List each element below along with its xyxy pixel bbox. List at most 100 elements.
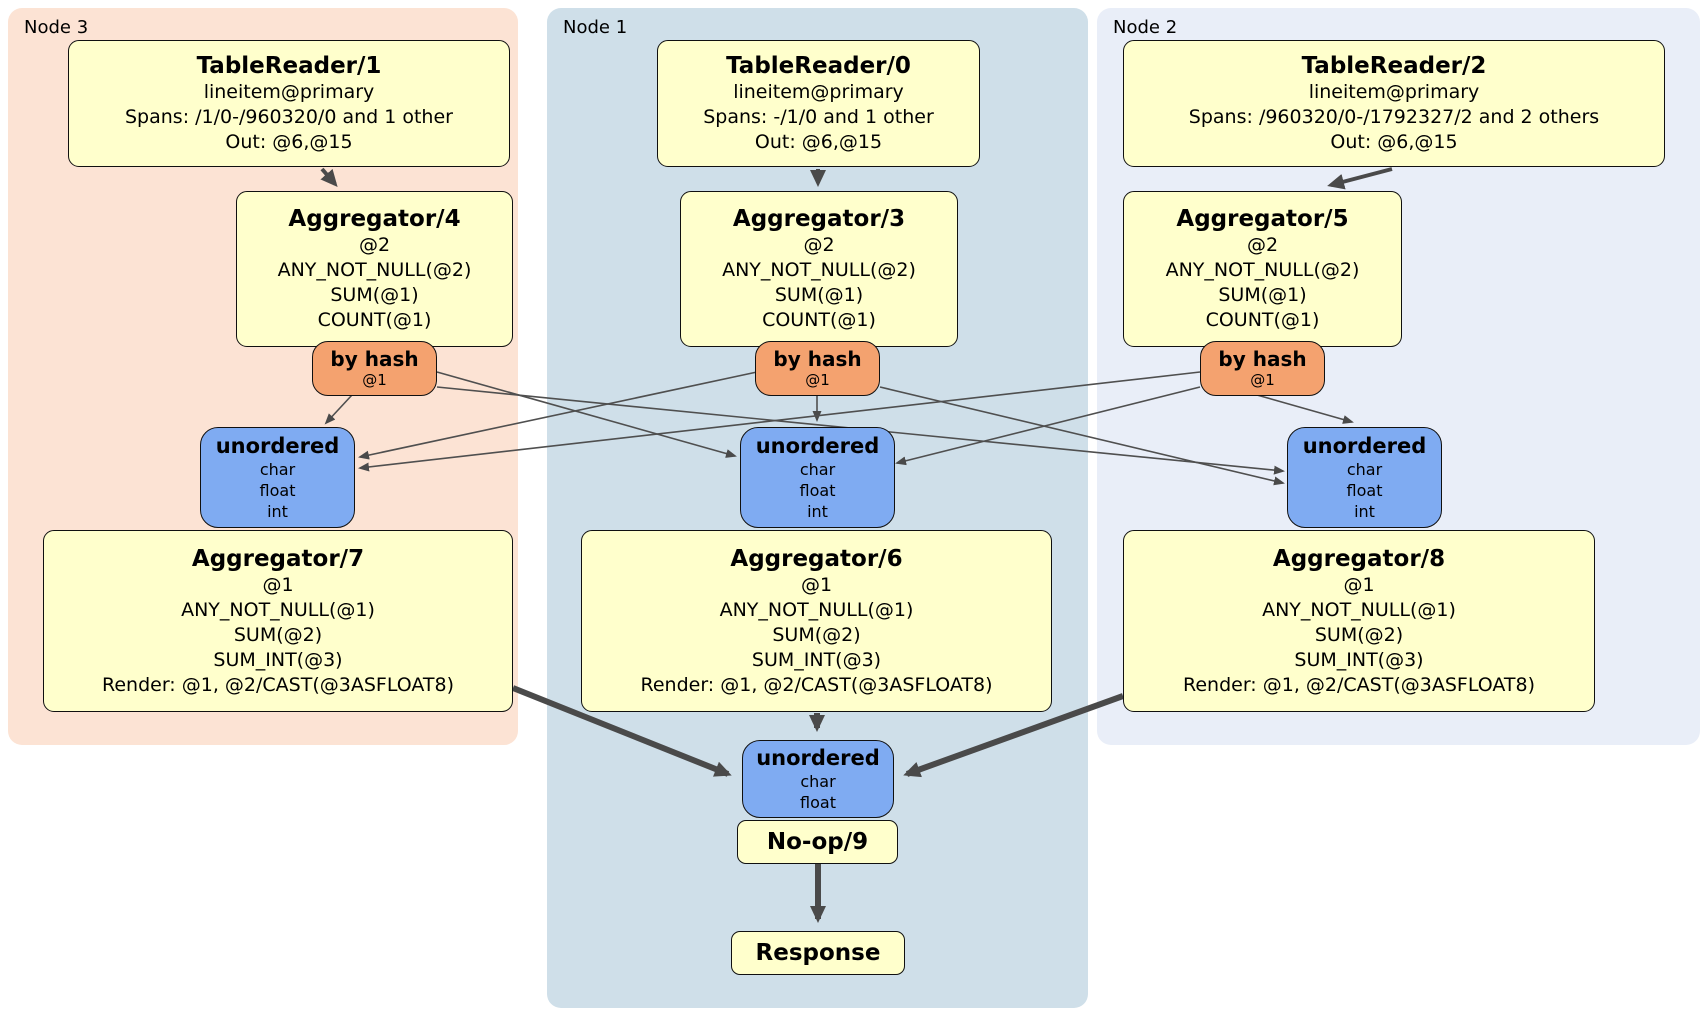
sync-title: unordered	[756, 745, 880, 770]
sync-detail: char	[259, 459, 296, 479]
processor-detail: Out: @6,@15	[1330, 131, 1458, 153]
processor-detail: Render: @1, @2/CAST(@3ASFLOAT8)	[640, 673, 993, 696]
processor-detail: SUM(@1)	[1218, 284, 1307, 306]
processor-title: TableReader/2	[1301, 53, 1487, 79]
processor-title: TableReader/1	[196, 53, 382, 79]
processor-detail: lineitem@primary	[733, 81, 904, 103]
processor-detail: lineitem@primary	[1308, 81, 1480, 103]
by-hash-router-node2: by hash @1	[1200, 341, 1325, 396]
processor-title: Aggregator/3	[732, 206, 906, 232]
router-title: by hash	[1218, 347, 1307, 371]
tablereader-2: TableReader/2 lineitem@primary Spans: /9…	[1123, 40, 1665, 167]
processor-detail: Render: @1, @2/CAST(@3ASFLOAT8)	[1183, 673, 1535, 696]
processor-title: No-op/9	[766, 829, 869, 855]
processor-detail: SUM_INT(@3)	[751, 648, 882, 671]
processor-detail: ANY_NOT_NULL(@1)	[719, 598, 914, 621]
processor-detail: ANY_NOT_NULL(@1)	[181, 598, 375, 621]
processor-title: Aggregator/6	[730, 545, 903, 572]
unordered-sync-node1: unordered char float int	[740, 427, 895, 528]
sync-detail: float	[800, 792, 836, 812]
processor-detail: @1	[262, 573, 294, 596]
sync-title: unordered	[1302, 433, 1427, 458]
noop-9: No-op/9	[737, 820, 898, 864]
aggregator-4: Aggregator/4 @2 ANY_NOT_NULL(@2) SUM(@1)…	[236, 191, 513, 347]
processor-title: Aggregator/8	[1272, 545, 1446, 572]
router-detail: @1	[362, 371, 387, 389]
processor-detail: COUNT(@1)	[762, 309, 876, 331]
aggregator-7: Aggregator/7 @1 ANY_NOT_NULL(@1) SUM(@2)…	[43, 530, 513, 712]
node2-label: Node 2	[1113, 17, 1178, 38]
node3-label: Node 3	[24, 17, 89, 38]
sync-detail: char	[800, 771, 836, 791]
processor-detail: SUM_INT(@3)	[213, 648, 343, 671]
processor-detail: @2	[1246, 234, 1279, 256]
tablereader-1: TableReader/1 lineitem@primary Spans: /1…	[68, 40, 510, 167]
processor-detail: lineitem@primary	[203, 81, 375, 103]
processor-detail: SUM(@2)	[1314, 623, 1404, 646]
processor-detail: @1	[1343, 573, 1375, 596]
edge-bh2-u3	[358, 371, 1201, 472]
processor-detail: ANY_NOT_NULL(@2)	[277, 259, 472, 281]
sync-detail: float	[799, 480, 836, 500]
processor-detail: ANY_NOT_NULL(@2)	[722, 259, 916, 281]
processor-title: Aggregator/4	[288, 206, 461, 232]
processor-detail: SUM_INT(@3)	[1294, 648, 1424, 671]
router-title: by hash	[330, 347, 419, 371]
sync-detail: char	[1346, 459, 1383, 479]
edge-tr1-agg4	[320, 167, 338, 188]
node1-label: Node 1	[563, 17, 628, 38]
router-title: by hash	[773, 347, 862, 371]
processor-title: Aggregator/5	[1176, 206, 1349, 232]
sync-detail: float	[1346, 480, 1383, 500]
processor-detail: Out: @6,@15	[225, 131, 353, 153]
edge-agg7-ufinal	[511, 685, 732, 777]
edge-bh3-u1	[436, 371, 737, 458]
processor-detail: SUM(@2)	[233, 623, 323, 646]
sync-title: unordered	[755, 433, 880, 458]
sync-detail: int	[1354, 501, 1375, 521]
processor-title: TableReader/0	[726, 53, 911, 79]
processor-title: Aggregator/7	[191, 545, 365, 572]
edge-tr2-agg5	[1327, 167, 1393, 190]
processor-detail: COUNT(@1)	[1205, 309, 1320, 331]
sync-detail: int	[807, 501, 828, 521]
sync-title: unordered	[215, 433, 340, 458]
processor-detail: SUM(@2)	[772, 623, 861, 646]
edge-bh1-u3	[358, 371, 758, 460]
processor-detail: Out: @6,@15	[754, 131, 883, 153]
processor-detail: @2	[803, 234, 835, 256]
edge-bh1-u2	[879, 386, 1285, 486]
sync-detail: char	[799, 459, 836, 479]
edge-bh2-u2	[1256, 394, 1354, 424]
aggregator-3: Aggregator/3 @2 ANY_NOT_NULL(@2) SUM(@1)…	[680, 191, 958, 347]
aggregator-5: Aggregator/5 @2 ANY_NOT_NULL(@2) SUM(@1)…	[1123, 191, 1402, 347]
aggregator-8: Aggregator/8 @1 ANY_NOT_NULL(@1) SUM(@2)…	[1123, 530, 1595, 712]
processor-detail: Render: @1, @2/CAST(@3ASFLOAT8)	[102, 673, 454, 696]
processor-detail: @1	[800, 573, 833, 596]
edge-bh3-u3	[324, 394, 353, 425]
processor-detail: SUM(@1)	[330, 284, 419, 306]
tablereader-0: TableReader/0 lineitem@primary Spans: -/…	[657, 40, 980, 167]
processor-detail: @2	[358, 234, 391, 256]
router-detail: @1	[1250, 371, 1275, 389]
processor-detail: COUNT(@1)	[317, 309, 432, 331]
processor-title: Response	[755, 940, 881, 966]
edge-bh2-u1	[895, 386, 1201, 466]
unordered-sync-node2: unordered char float int	[1287, 427, 1442, 528]
processor-detail: SUM(@1)	[774, 284, 864, 306]
router-detail: @1	[805, 371, 830, 389]
aggregator-6: Aggregator/6 @1 ANY_NOT_NULL(@1) SUM(@2)…	[581, 530, 1052, 712]
by-hash-router-node1: by hash @1	[755, 341, 880, 396]
processor-detail: Spans: -/1/0 and 1 other	[703, 106, 934, 128]
sync-detail: int	[267, 501, 288, 521]
processor-detail: ANY_NOT_NULL(@2)	[1165, 259, 1360, 281]
by-hash-router-node3: by hash @1	[312, 341, 437, 396]
sync-detail: float	[259, 480, 296, 500]
processor-detail: Spans: /1/0-/960320/0 and 1 other	[125, 106, 453, 128]
response: Response	[731, 931, 905, 975]
unordered-sync-final: unordered char float	[742, 740, 894, 818]
unordered-sync-node3: unordered char float int	[200, 427, 355, 528]
processor-detail: ANY_NOT_NULL(@1)	[1262, 598, 1456, 621]
processor-detail: Spans: /960320/0-/1792327/2 and 2 others	[1188, 106, 1600, 128]
